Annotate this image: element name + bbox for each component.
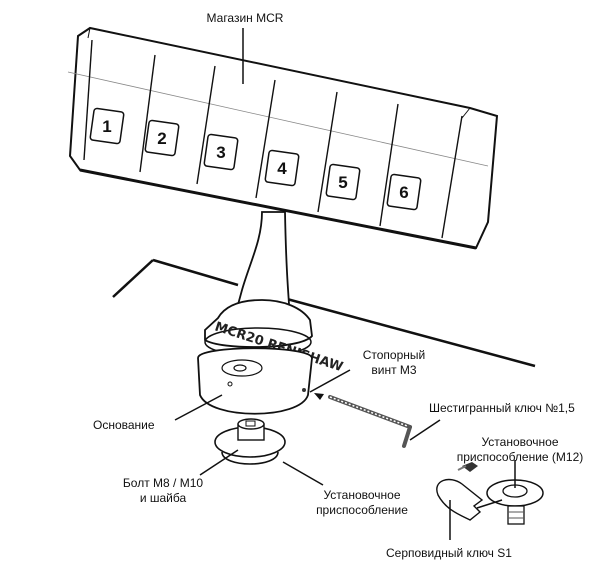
label-mount-line1: Установочное [323,488,401,502]
slot-4: 4 [264,149,300,187]
label-mount: Установочное приспособление [302,488,422,518]
label-bolt-line2: и шайба [139,491,187,505]
slot-5: 5 [325,163,361,201]
label-hex-key: Шестигранный ключ №1,5 [429,401,575,415]
label-sickle-key: Серповидный ключ S1 [386,546,512,560]
table-edge-back [152,258,239,287]
slot-2: 2 [144,119,180,157]
base-body [197,347,313,415]
hex-key-icon [314,393,412,448]
label-magazine: Магазин MCR [206,11,284,25]
label-bolt-line1: Болт М8 / М10 [122,476,204,490]
label-mount-m12-line2: приспособление (М12) [456,450,584,464]
slot-6: 6 [386,173,422,211]
label-base: Основание [93,418,155,432]
sickle-key-icon [436,462,484,521]
slot-number: 5 [338,173,347,192]
slot-number: 1 [102,117,111,136]
bolt-and-washer [214,418,286,465]
table-edge-left [112,259,154,298]
label-set-screw-line1: Стопорный [362,348,426,362]
arrow-icon [457,462,478,472]
label-mount-line2: приспособление [316,503,408,517]
slot-number: 2 [157,129,166,148]
table-edge-right [286,297,536,368]
label-mount-m12: Установочное приспособление (М12) [450,435,590,465]
slot-3: 3 [203,133,239,171]
label-set-screw-line2: винт М3 [371,363,417,377]
leader-lines [174,28,516,540]
label-set-screw: Стопорный винт М3 [344,348,444,378]
label-bolt: Болт М8 / М10 и шайба [108,476,218,506]
slot-1: 1 [89,107,125,145]
slot-number: 4 [277,159,287,178]
label-mount-m12-line1: Установочное [481,435,559,449]
slot-number: 6 [399,183,408,202]
slot-number: 3 [216,143,225,162]
